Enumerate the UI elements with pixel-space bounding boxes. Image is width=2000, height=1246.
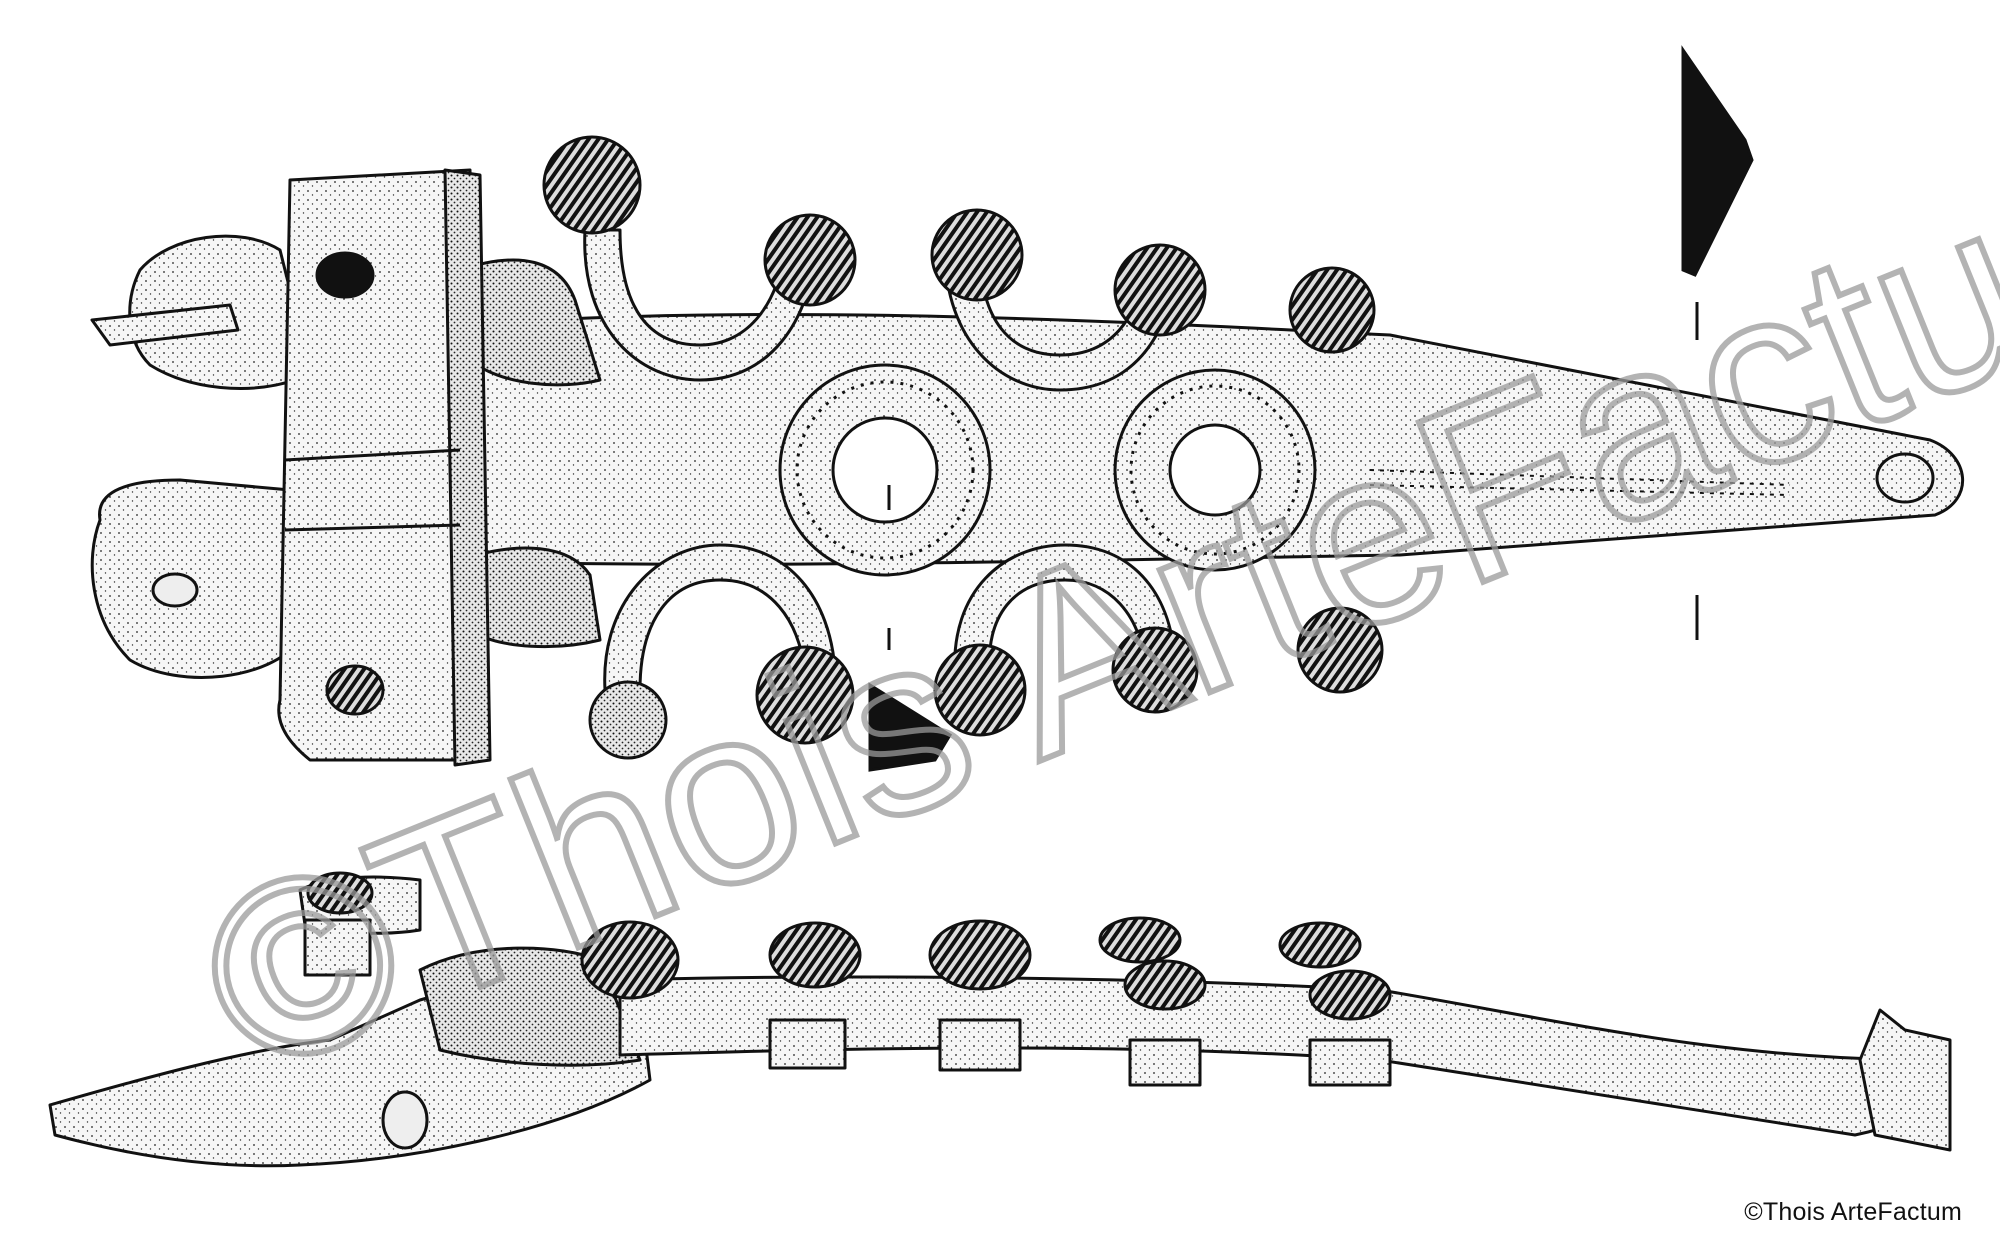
credit-text: ©Thois ArteFactum bbox=[1744, 1198, 1962, 1226]
side-knob-2 bbox=[768, 921, 862, 989]
ring-inner-2 bbox=[1168, 423, 1262, 517]
blade-tip bbox=[1875, 452, 1935, 504]
section-profile-blade bbox=[1681, 45, 1754, 277]
side-hole bbox=[381, 1090, 429, 1150]
top-view bbox=[90, 135, 1964, 767]
left-lobe-lower bbox=[90, 478, 302, 679]
side-view bbox=[48, 871, 1952, 1168]
knob-8 bbox=[933, 643, 1027, 737]
plate-block bbox=[277, 168, 482, 762]
side-block-3 bbox=[1128, 1038, 1202, 1087]
pin-tip bbox=[90, 303, 240, 347]
knob-7 bbox=[755, 645, 855, 745]
side-knob-4 bbox=[1098, 916, 1182, 964]
knob-9 bbox=[1111, 626, 1199, 714]
knob-2 bbox=[763, 213, 857, 307]
side-knob-7 bbox=[1308, 969, 1392, 1021]
side-block-2 bbox=[938, 1018, 1022, 1072]
knob-6 bbox=[588, 680, 668, 760]
ring-inner-1 bbox=[831, 416, 939, 524]
rivet-left bbox=[151, 572, 199, 608]
plate-edge bbox=[443, 168, 492, 767]
side-knob-8 bbox=[306, 871, 374, 915]
side-hook bbox=[1858, 1008, 1952, 1152]
side-block-1 bbox=[768, 1018, 847, 1070]
knob-4 bbox=[1113, 243, 1207, 337]
knob-10 bbox=[1296, 606, 1384, 694]
side-knob-6 bbox=[1278, 921, 1362, 969]
side-rough-mid bbox=[418, 946, 642, 1067]
knob-1 bbox=[542, 135, 642, 235]
side-block-4 bbox=[1308, 1038, 1392, 1087]
side-post bbox=[303, 918, 372, 977]
knob-5 bbox=[1288, 266, 1376, 354]
side-knob-1 bbox=[580, 920, 680, 1000]
side-knob-5 bbox=[1123, 959, 1207, 1011]
section-profile-ring bbox=[868, 682, 953, 772]
knob-3 bbox=[930, 208, 1024, 302]
rivet-lower bbox=[325, 664, 385, 716]
section-markers bbox=[868, 45, 1754, 772]
side-knob-3 bbox=[928, 919, 1032, 991]
neck-upper bbox=[458, 258, 602, 387]
neck-lower bbox=[458, 546, 602, 649]
rivet-upper bbox=[315, 251, 375, 299]
